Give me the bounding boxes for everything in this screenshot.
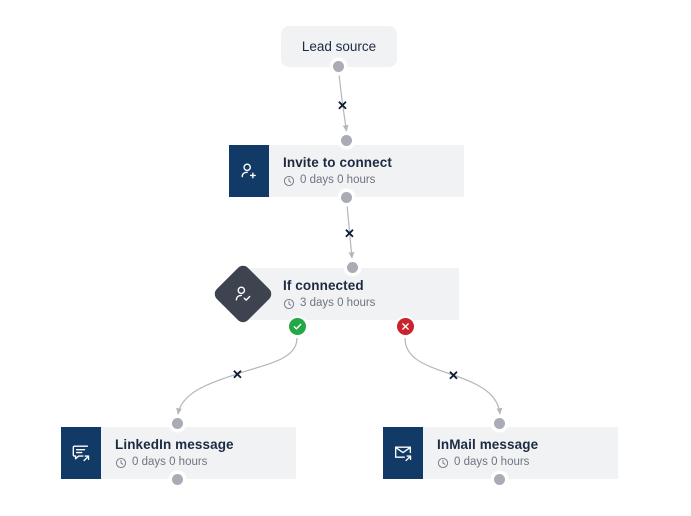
invite-to-connect-title: Invite to connect	[283, 155, 392, 170]
linkedin-message-duration: 0 days 0 hours	[115, 455, 296, 470]
branch-badge-no[interactable]	[397, 318, 414, 335]
node-if-connected[interactable]: If connected 3 days 0 hours	[245, 268, 459, 320]
port-invite-to-connect-output[interactable]	[341, 192, 352, 203]
clock-icon	[283, 175, 295, 187]
clock-icon	[437, 457, 449, 469]
inmail-message-duration: 0 days 0 hours	[437, 455, 618, 470]
port-inmail-message-input[interactable]	[494, 418, 505, 429]
node-inmail-message[interactable]: InMail message 0 days 0 hours	[383, 427, 618, 479]
invite-to-connect-body: Invite to connect 0 days 0 hours	[269, 145, 464, 197]
edge-delete-no-to-inmail[interactable]: ✕	[448, 368, 459, 383]
port-linkedin-message-input[interactable]	[172, 418, 183, 429]
branch-badge-yes[interactable]	[289, 318, 306, 335]
if-connected-duration: 3 days 0 hours	[283, 296, 459, 311]
if-connected-decision-shape[interactable]	[211, 262, 275, 326]
clock-icon	[283, 298, 295, 310]
edge-delete-lead-to-invite[interactable]: ✕	[337, 98, 348, 113]
clock-icon	[115, 457, 127, 469]
node-lead-source[interactable]: Lead source	[281, 26, 397, 67]
person-check-icon	[232, 283, 254, 305]
port-if-connected-input[interactable]	[347, 262, 358, 273]
if-connected-duration-text: 3 days 0 hours	[300, 297, 376, 309]
linkedin-message-body: LinkedIn message 0 days 0 hours	[101, 427, 296, 479]
port-linkedin-message-output[interactable]	[172, 474, 183, 485]
port-inmail-message-output[interactable]	[494, 474, 505, 485]
port-lead-source-output[interactable]	[333, 61, 344, 72]
inmail-message-body: InMail message 0 days 0 hours	[423, 427, 618, 479]
lead-source-title: Lead source	[301, 39, 377, 54]
port-invite-to-connect-input[interactable]	[341, 135, 352, 146]
inmail-message-title: InMail message	[437, 437, 539, 452]
chat-send-icon	[61, 427, 101, 479]
edge-delete-yes-to-linkedin[interactable]: ✕	[232, 367, 243, 382]
edge-delete-invite-to-if[interactable]: ✕	[344, 226, 355, 241]
person-add-icon	[229, 145, 269, 197]
if-connected-body: If connected 3 days 0 hours	[245, 268, 459, 320]
inmail-message-duration-text: 0 days 0 hours	[454, 456, 530, 468]
node-invite-to-connect[interactable]: Invite to connect 0 days 0 hours	[229, 145, 464, 197]
if-connected-title: If connected	[283, 278, 364, 293]
invite-to-connect-duration: 0 days 0 hours	[283, 173, 464, 188]
linkedin-message-title: LinkedIn message	[115, 437, 234, 452]
node-linkedin-message[interactable]: LinkedIn message 0 days 0 hours	[61, 427, 296, 479]
envelope-send-icon	[383, 427, 423, 479]
linkedin-message-duration-text: 0 days 0 hours	[132, 456, 208, 468]
invite-to-connect-duration-text: 0 days 0 hours	[300, 174, 376, 186]
